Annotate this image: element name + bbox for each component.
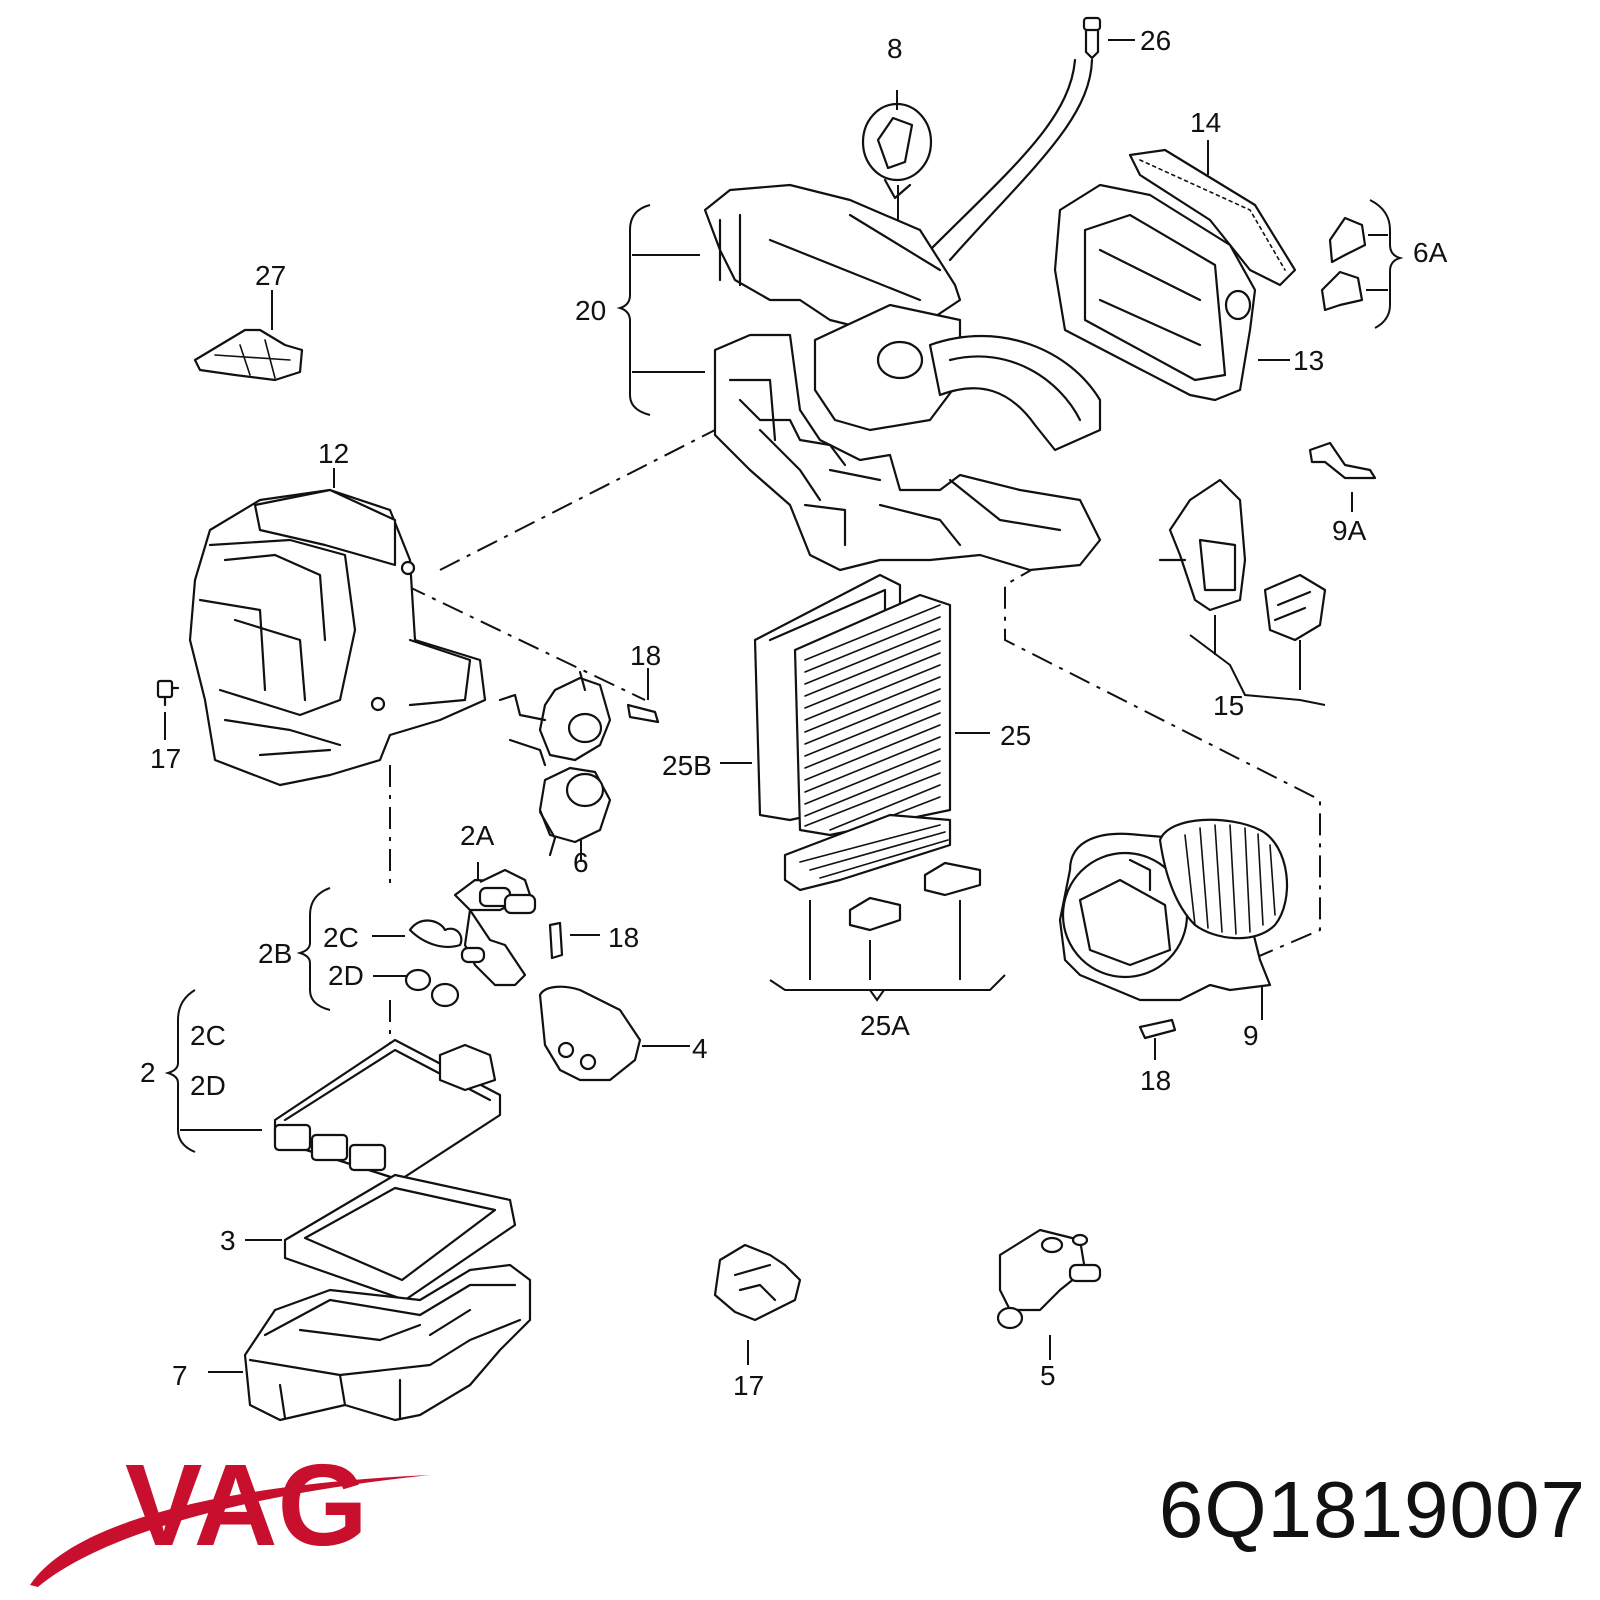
callout-2: 2	[140, 1057, 156, 1088]
callout-9: 9	[1243, 1020, 1259, 1051]
bracket-15	[1158, 478, 1327, 706]
callout-8: 8	[887, 33, 903, 64]
callout-13: 13	[1293, 345, 1324, 376]
callout-17-left: 17	[150, 743, 181, 774]
callout-18-top: 18	[630, 640, 661, 671]
logo-swoosh	[30, 1475, 430, 1587]
fan-blades	[1184, 824, 1276, 935]
seal-plate-4	[538, 985, 690, 1082]
callout-2B: 2B	[258, 938, 292, 969]
screw-18-top	[626, 668, 660, 724]
screw-18-right	[1138, 1018, 1177, 1060]
callout-2D-upper: 2D	[328, 960, 364, 991]
bracket-2	[164, 989, 262, 1153]
valve-5	[996, 1228, 1102, 1360]
housing-12	[188, 468, 487, 787]
callout-5: 5	[1040, 1360, 1056, 1391]
callout-14: 14	[1190, 107, 1221, 138]
callout-20: 20	[575, 295, 606, 326]
callout-25B: 25B	[662, 750, 712, 781]
servo-6	[498, 670, 612, 862]
callout-7: 7	[172, 1360, 188, 1391]
clip-17-left	[156, 679, 180, 740]
orings-2D	[404, 968, 460, 1008]
bracket-20	[616, 204, 705, 416]
callout-18-right: 18	[1140, 1065, 1171, 1096]
lower-housing-7	[208, 1263, 532, 1422]
callout-9A: 9A	[1332, 515, 1367, 546]
callout-6A: 6A	[1413, 237, 1448, 268]
logo-text: VAG	[125, 1445, 368, 1570]
seal-frame-3	[245, 1173, 517, 1302]
callout-17-bottom: 17	[733, 1370, 764, 1401]
callout-4: 4	[692, 1033, 708, 1064]
callout-18-mid: 18	[608, 922, 639, 953]
clip-17-bottom	[713, 1243, 802, 1365]
filter-25	[793, 593, 990, 837]
callout-2C-upper: 2C	[323, 922, 359, 953]
callout-12: 12	[318, 438, 349, 469]
callout-labels: 26 8 14 6A 20 13 27 12 9A 15 18 17 6 25 …	[140, 25, 1448, 1401]
heater-core-2	[273, 1038, 502, 1197]
screw-18-mid	[548, 921, 600, 960]
callout-25: 25	[1000, 720, 1031, 751]
part-27	[193, 290, 304, 382]
housing-20	[703, 183, 1102, 572]
part-number: 6Q1819007	[1158, 1465, 1586, 1554]
frame-13	[1053, 183, 1290, 402]
clip-9A	[1308, 441, 1377, 512]
callout-25A: 25A	[860, 1010, 910, 1041]
gasket-14	[1128, 140, 1297, 287]
connectors-2A	[453, 862, 537, 987]
assembly-lines	[389, 429, 1321, 1065]
cover-25A	[769, 813, 1006, 1002]
callout-2A: 2A	[460, 820, 495, 851]
callout-2C: 2C	[190, 1020, 226, 1051]
gasket-2C	[408, 919, 463, 948]
filter-pleats	[804, 604, 941, 831]
callout-6: 6	[573, 847, 589, 878]
callout-26: 26	[1140, 25, 1171, 56]
callout-27: 27	[255, 260, 286, 291]
screw-26	[928, 16, 1135, 262]
callout-2D: 2D	[190, 1070, 226, 1101]
callout-15: 15	[1213, 690, 1244, 721]
clips-6A	[1320, 199, 1404, 329]
bracket-2B	[296, 887, 408, 1011]
blower-9	[1058, 818, 1289, 1020]
vag-logo: VAG	[30, 1445, 430, 1587]
callout-3: 3	[220, 1225, 236, 1256]
